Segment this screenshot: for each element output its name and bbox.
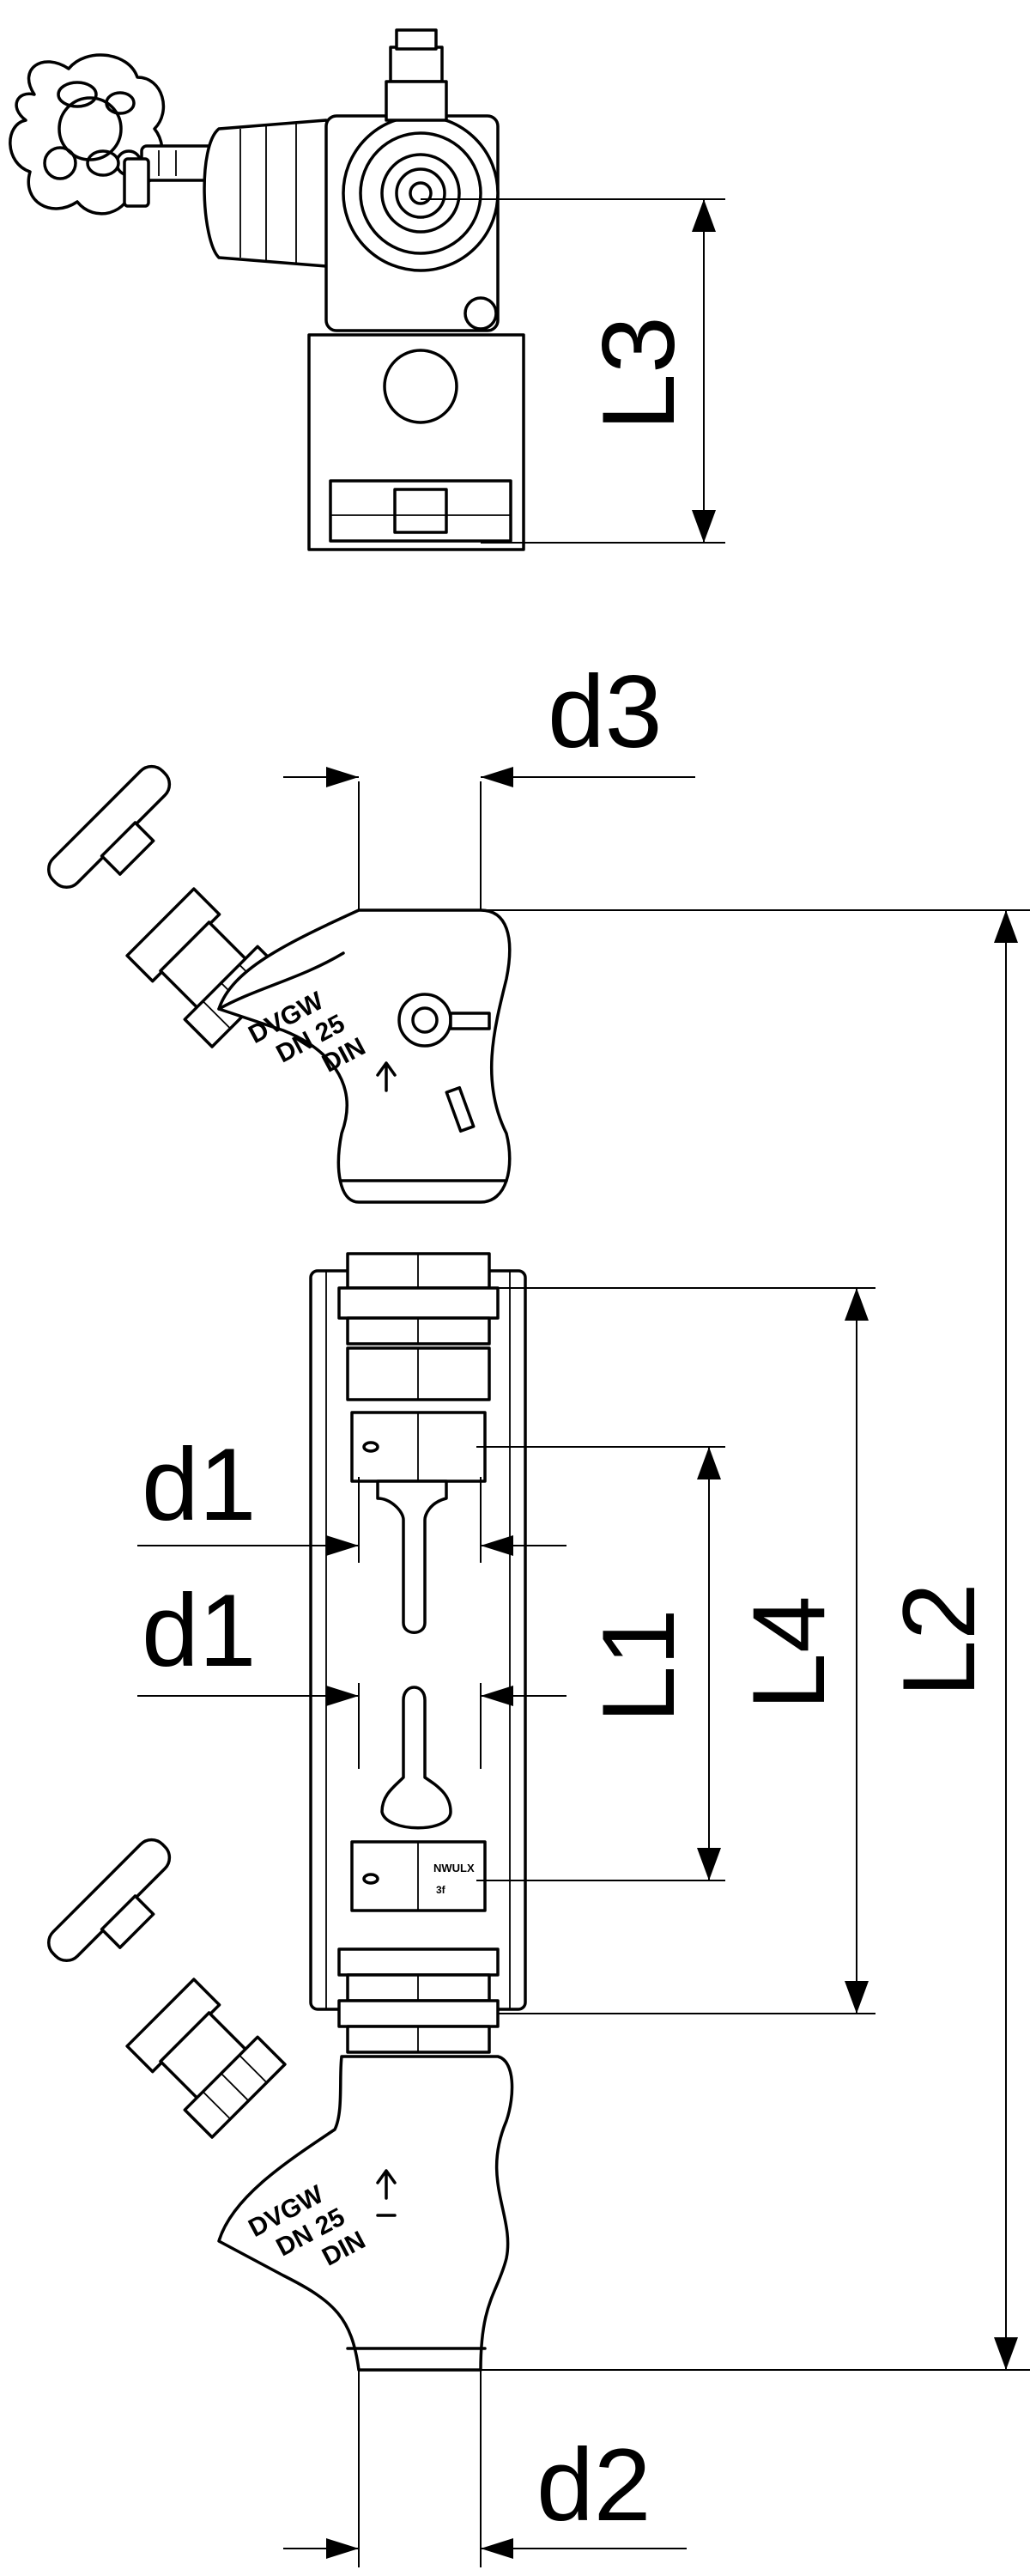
label-L4: L4: [731, 1595, 846, 1710]
label-d1-lower: d1: [142, 1573, 256, 1688]
dimension-d2: d2: [283, 2370, 687, 2567]
side-view-assembly: [9, 28, 525, 551]
label-d2: d2: [536, 2427, 651, 2543]
dimension-d1-lower: d1: [137, 1573, 566, 1769]
dimension-L4: L4: [498, 1287, 876, 2014]
dimension-L2: L2: [481, 909, 1030, 2371]
upper-valve: DVGW DN 25 DIN: [46, 764, 512, 1204]
lower-valve: DVGW DN 25 DIN: [46, 1838, 514, 2372]
label-d3: d3: [548, 654, 662, 769]
label-d1-upper: d1: [142, 1427, 256, 1542]
label-L3: L3: [581, 316, 696, 430]
meter-sublabel: 3f: [436, 1884, 446, 1896]
meter-frame: NWULX 3f: [309, 1252, 527, 2054]
dimension-d3: d3: [283, 654, 695, 910]
label-L1: L1: [581, 1608, 696, 1722]
label-L2: L2: [882, 1583, 997, 1697]
dimension-d1-upper: d1: [137, 1427, 566, 1563]
dimension-L3: L3: [421, 198, 725, 544]
dimension-L1: L1: [476, 1446, 725, 1881]
meter-label: NWULX: [433, 1862, 475, 1874]
